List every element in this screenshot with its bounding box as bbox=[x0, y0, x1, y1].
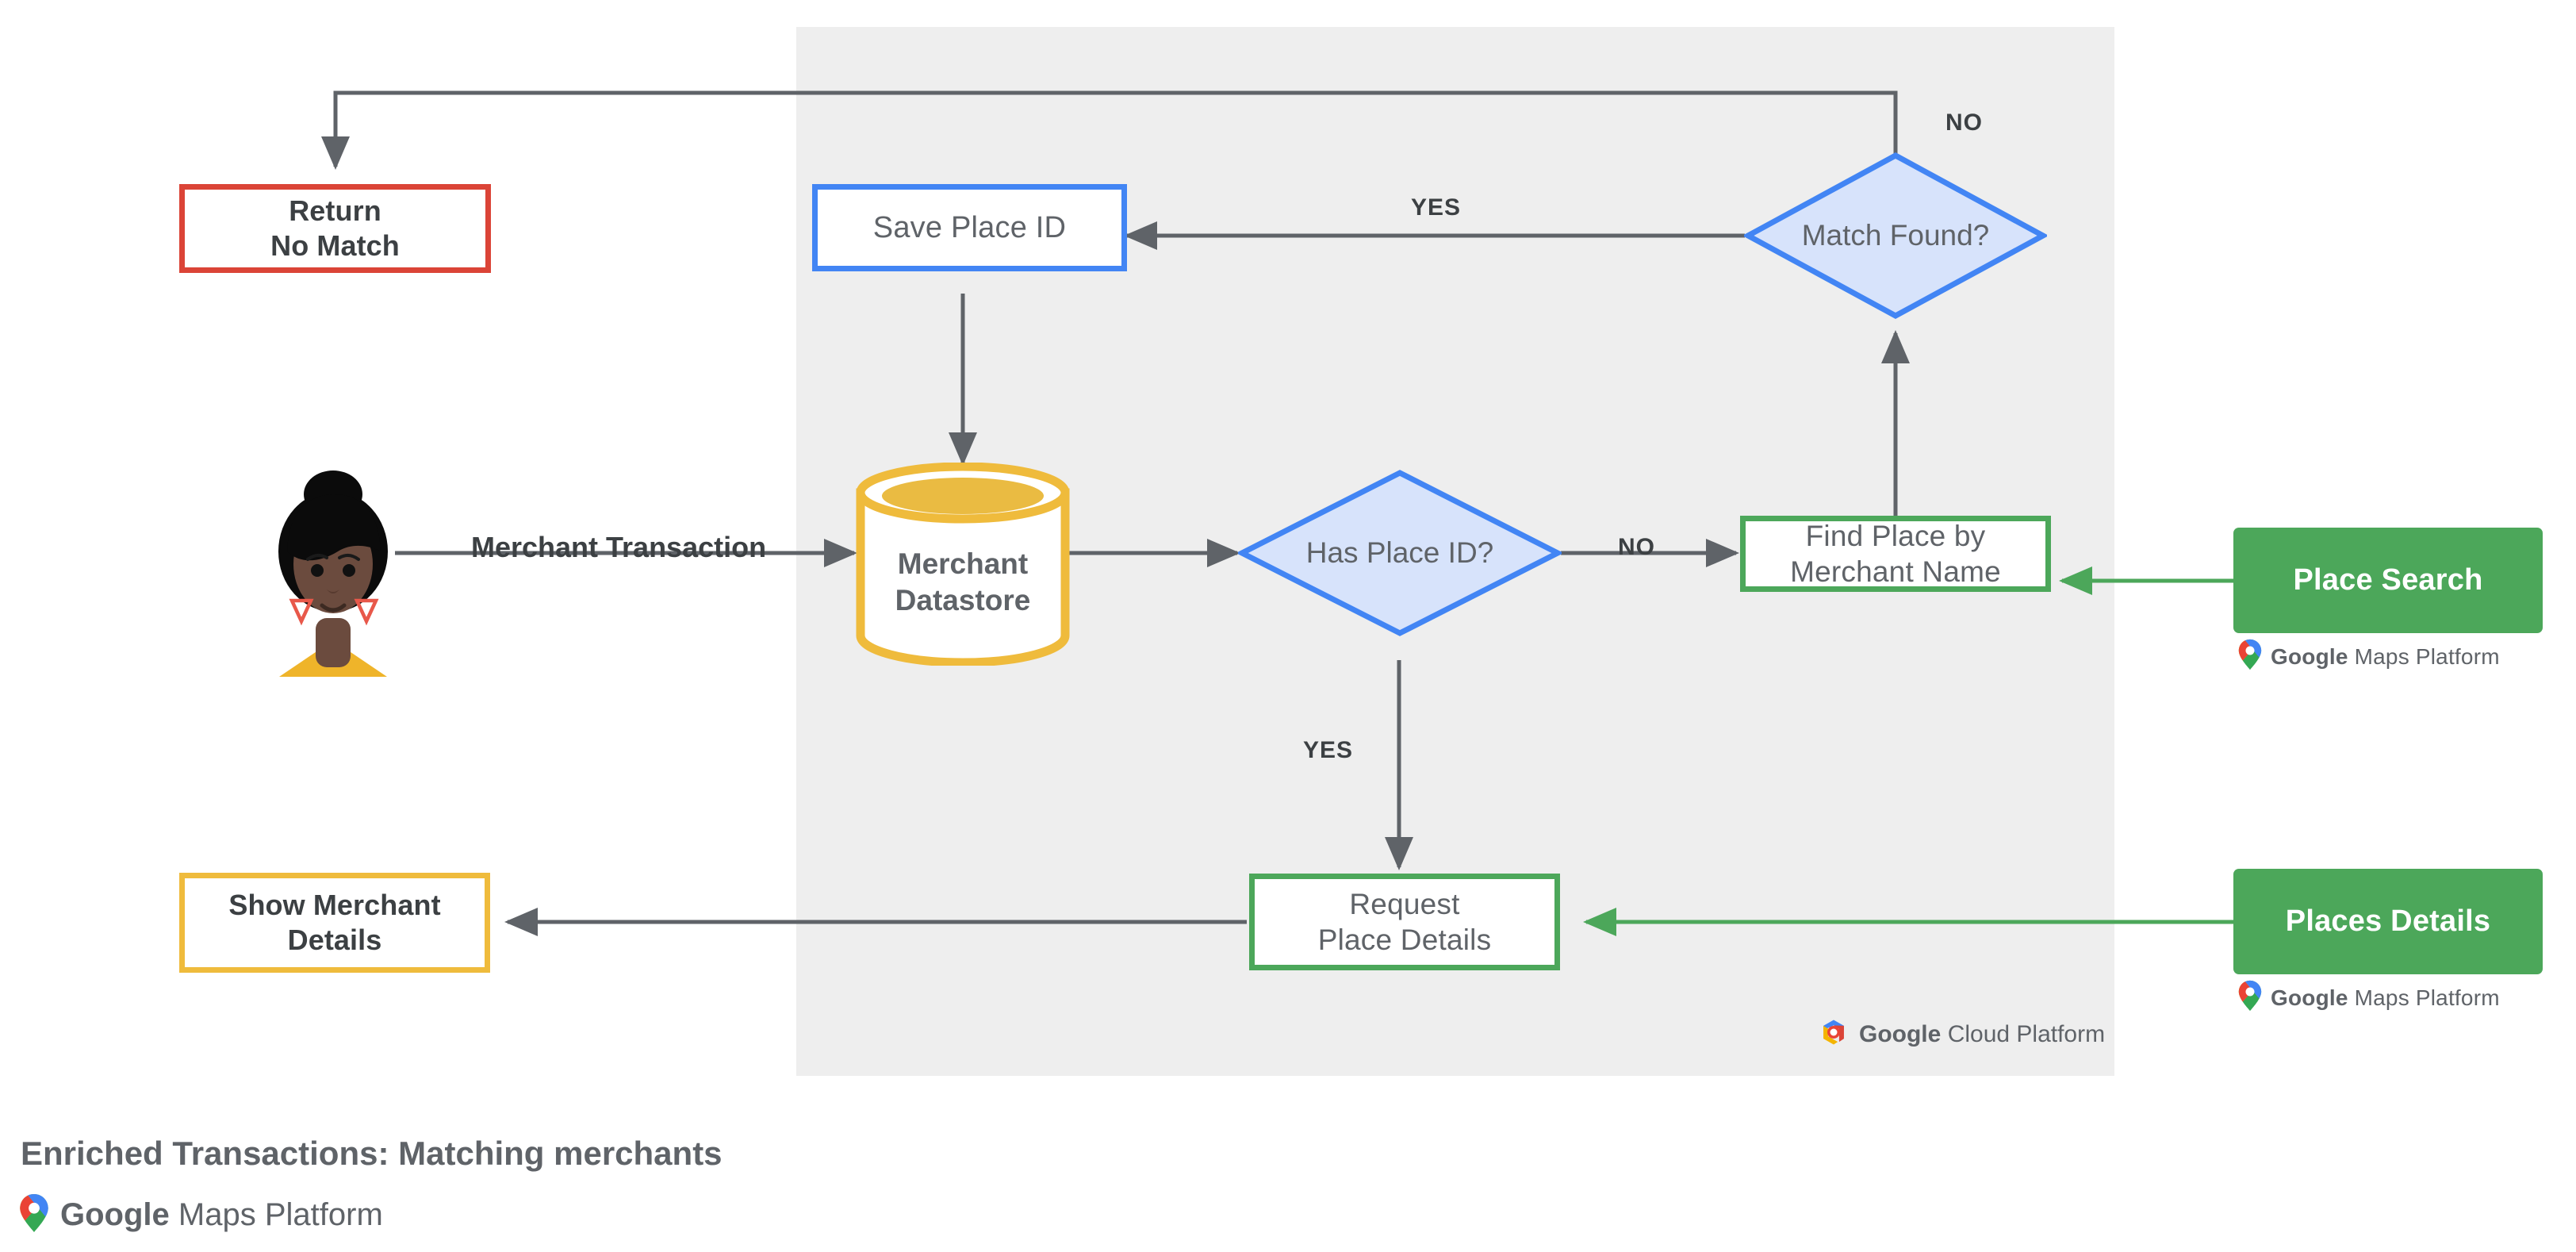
node-has-place-id-line1: Has bbox=[1305, 536, 1359, 570]
button-place-search-label: Place Search bbox=[2293, 563, 2483, 597]
node-find-place-by-merchant-name[interactable]: Find Place by Merchant Name bbox=[1740, 516, 2051, 592]
edge-label-has-place-id-yes: YES bbox=[1303, 737, 1354, 763]
lockup-brand-maps-1: Google bbox=[2271, 643, 2348, 669]
lockup-brand-cloud: Google bbox=[1859, 1020, 1942, 1047]
node-show-merchant-details-line1: Show Merchant bbox=[228, 889, 441, 922]
node-show-merchant-details[interactable]: Show Merchant Details bbox=[179, 873, 490, 973]
node-find-place-line2: Merchant Name bbox=[1790, 555, 2001, 588]
edge-label-match-found-yes: YES bbox=[1411, 194, 1462, 221]
node-find-place-line1: Find Place by bbox=[1805, 519, 1986, 552]
node-match-found-line1: Match bbox=[1801, 219, 1882, 252]
maps-platform-lockup-footer: Google Maps Platform bbox=[19, 1193, 383, 1237]
node-return-no-match-line1: Return bbox=[289, 194, 381, 228]
button-places-details-label: Places Details bbox=[2285, 904, 2491, 938]
edge-label-has-place-id-no: NO bbox=[1618, 534, 1655, 560]
edge-label-match-found-no: NO bbox=[1945, 109, 1983, 136]
node-request-place-details-line1: Request bbox=[1349, 887, 1460, 920]
node-save-place-id-label: Save Place ID bbox=[872, 210, 1067, 244]
node-show-merchant-details-line2: Details bbox=[287, 924, 382, 956]
lockup-product-maps-footer: Maps Platform bbox=[178, 1197, 383, 1232]
google-maps-pin-icon bbox=[19, 1193, 49, 1237]
node-match-found[interactable]: Match Found? bbox=[1744, 152, 2047, 320]
lockup-product-maps-1: Maps Platform bbox=[2354, 643, 2500, 669]
node-request-place-details-line2: Place Details bbox=[1317, 924, 1492, 956]
node-save-place-id[interactable]: Save Place ID bbox=[812, 184, 1127, 271]
node-merchant-datastore-line2: Datastore bbox=[895, 584, 1031, 616]
node-match-found-line2: Found? bbox=[1889, 219, 1990, 252]
maps-platform-lockup-place-search: Google Maps Platform bbox=[2238, 639, 2500, 674]
google-maps-pin-icon bbox=[2238, 639, 2262, 674]
user-avatar-illustration bbox=[262, 463, 404, 677]
maps-platform-lockup-places-details: Google Maps Platform bbox=[2238, 980, 2500, 1016]
node-has-place-id-line2: Place ID? bbox=[1366, 536, 1494, 570]
lockup-brand-maps-footer: Google bbox=[60, 1197, 170, 1232]
google-maps-pin-icon bbox=[2238, 980, 2262, 1016]
node-request-place-details[interactable]: Request Place Details bbox=[1249, 874, 1560, 970]
lockup-product-maps-2: Maps Platform bbox=[2354, 985, 2500, 1010]
node-merchant-datastore[interactable]: Merchant Datastore bbox=[856, 463, 1070, 666]
google-cloud-platform-lockup: Google Cloud Platform bbox=[1819, 1017, 2105, 1051]
node-return-no-match[interactable]: Return No Match bbox=[179, 184, 491, 273]
edge-label-merchant-transaction: Merchant Transaction bbox=[471, 531, 767, 563]
node-has-place-id[interactable]: Has Place ID? bbox=[1238, 469, 1562, 637]
node-return-no-match-line2: No Match bbox=[270, 229, 400, 262]
lockup-product-cloud: Cloud Platform bbox=[1947, 1020, 2106, 1047]
page-title: Enriched Transactions: Matching merchant… bbox=[21, 1135, 723, 1172]
lockup-brand-maps-2: Google bbox=[2271, 985, 2348, 1010]
node-merchant-datastore-line1: Merchant bbox=[897, 547, 1029, 580]
button-places-details[interactable]: Places Details bbox=[2233, 869, 2543, 974]
button-place-search[interactable]: Place Search bbox=[2233, 528, 2543, 633]
google-cloud-hexagon-icon bbox=[1819, 1017, 1849, 1051]
